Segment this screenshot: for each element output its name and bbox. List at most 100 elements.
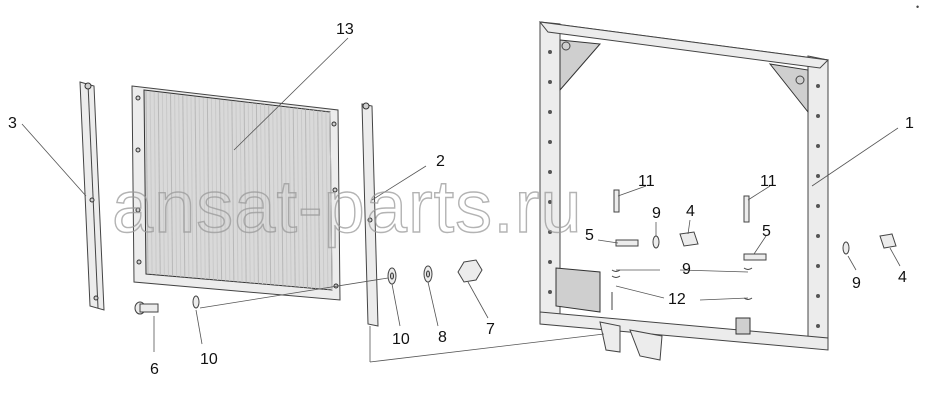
frame-hole [816, 324, 820, 328]
frame-hole [548, 80, 552, 84]
part-1-frame [538, 21, 830, 361]
radiator-fin [210, 98, 214, 280]
radiator-fin [239, 101, 243, 283]
callout-4a: 4 [686, 203, 695, 220]
callout-6: 6 [150, 361, 159, 378]
callout-10b: 10 [200, 351, 218, 368]
radiator-fin [284, 106, 288, 287]
callout-5a: 5 [585, 227, 594, 244]
callout-3: 3 [8, 115, 17, 132]
radiator-fin [178, 94, 182, 277]
callout-labels: 1 2 3 4 4 5 5 6 7 8 9 9 9 10 10 11 11 12… [8, 21, 914, 378]
radiator-fin [313, 110, 317, 289]
callout-5b: 5 [762, 223, 771, 240]
callout-9c: 9 [852, 275, 861, 292]
radiator-fin [259, 104, 263, 284]
part-12-spring [611, 267, 753, 300]
frame-hole [816, 114, 820, 118]
frame-hole [548, 290, 552, 294]
radiator-fin [325, 111, 329, 290]
callout-8: 8 [438, 329, 447, 346]
frame-hole [548, 170, 552, 174]
part-13-radiator-core [131, 85, 341, 301]
frame-hole [816, 264, 820, 268]
part-4-clip-a [679, 231, 699, 247]
part-8-lock-washer [423, 265, 433, 283]
callout-11b: 11 [760, 173, 777, 190]
radiator-fin [223, 99, 227, 281]
radiator-fin [329, 111, 333, 291]
radiator-fin [174, 94, 178, 277]
callout-11a: 11 [638, 173, 655, 190]
radiator-fin [251, 103, 255, 284]
radiator-fin [268, 104, 272, 285]
frame-hole [816, 234, 820, 238]
radiator-fin [215, 98, 219, 281]
part-9-washer-b [842, 241, 850, 255]
part-9-washer-a [652, 235, 660, 249]
corner-mark: • [916, 2, 919, 12]
radiator-fin [170, 93, 174, 277]
radiator-fin [296, 108, 300, 288]
callout-10a: 10 [392, 331, 410, 348]
leader-lines [21, 37, 901, 363]
radiator-fin [247, 102, 251, 283]
radiator-fin [276, 105, 280, 286]
callout-2: 2 [436, 153, 445, 170]
radiator-fins [145, 90, 333, 291]
callout-1: 1 [905, 115, 914, 132]
radiator-fin [153, 91, 157, 275]
frame-hole [548, 50, 552, 54]
frame-hole [816, 144, 820, 148]
radiator-fin [186, 95, 190, 278]
radiator-fin [145, 90, 149, 275]
callout-7: 7 [486, 321, 495, 338]
callout-13: 13 [336, 21, 354, 38]
frame-hole [548, 200, 552, 204]
part-7-nut [457, 259, 483, 283]
radiator-fin [243, 102, 247, 283]
radiator-fin [165, 93, 169, 276]
radiator-fin [219, 99, 223, 281]
part-5-pin-b [743, 253, 767, 261]
frame-hole [548, 260, 552, 264]
frame-hole [816, 174, 820, 178]
part-4-clip-b [879, 233, 897, 249]
radiator-fin [304, 109, 308, 288]
part-3-side-bar [79, 81, 105, 311]
radiator-fin [300, 108, 304, 288]
radiator-fin [157, 92, 161, 276]
frame-hole [816, 204, 820, 208]
part-2-side-bar [361, 102, 379, 327]
radiator-fin [182, 95, 186, 278]
radiator-fin [280, 106, 284, 286]
watermark-text: ansat-parts.ru [112, 165, 583, 248]
radiator-fin [198, 97, 202, 279]
radiator-fin [149, 91, 153, 275]
radiator-fin [321, 111, 325, 290]
radiator-fin [272, 105, 276, 286]
part-10-washer-center [387, 267, 397, 285]
radiator-fin [235, 101, 239, 282]
part-11-bolt-a [613, 189, 620, 213]
radiator-fin [317, 110, 321, 289]
radiator-fin [231, 100, 235, 282]
radiator-fin [255, 103, 259, 284]
part-6-bolt [134, 301, 159, 315]
radiator-fin [309, 109, 313, 289]
frame-hole [548, 140, 552, 144]
radiator-fin [288, 107, 292, 287]
part-5-pin-a [615, 239, 639, 247]
frame-holes [548, 50, 820, 328]
radiator-fin [206, 97, 210, 280]
radiator-fin [292, 107, 296, 287]
radiator-fin [227, 100, 231, 282]
radiator-fin [202, 97, 206, 279]
radiator-fin [194, 96, 198, 279]
part-10-washer-left [192, 295, 200, 309]
part-11-bolt-b [743, 195, 750, 223]
frame-hole [548, 110, 552, 114]
frame-hole [816, 84, 820, 88]
